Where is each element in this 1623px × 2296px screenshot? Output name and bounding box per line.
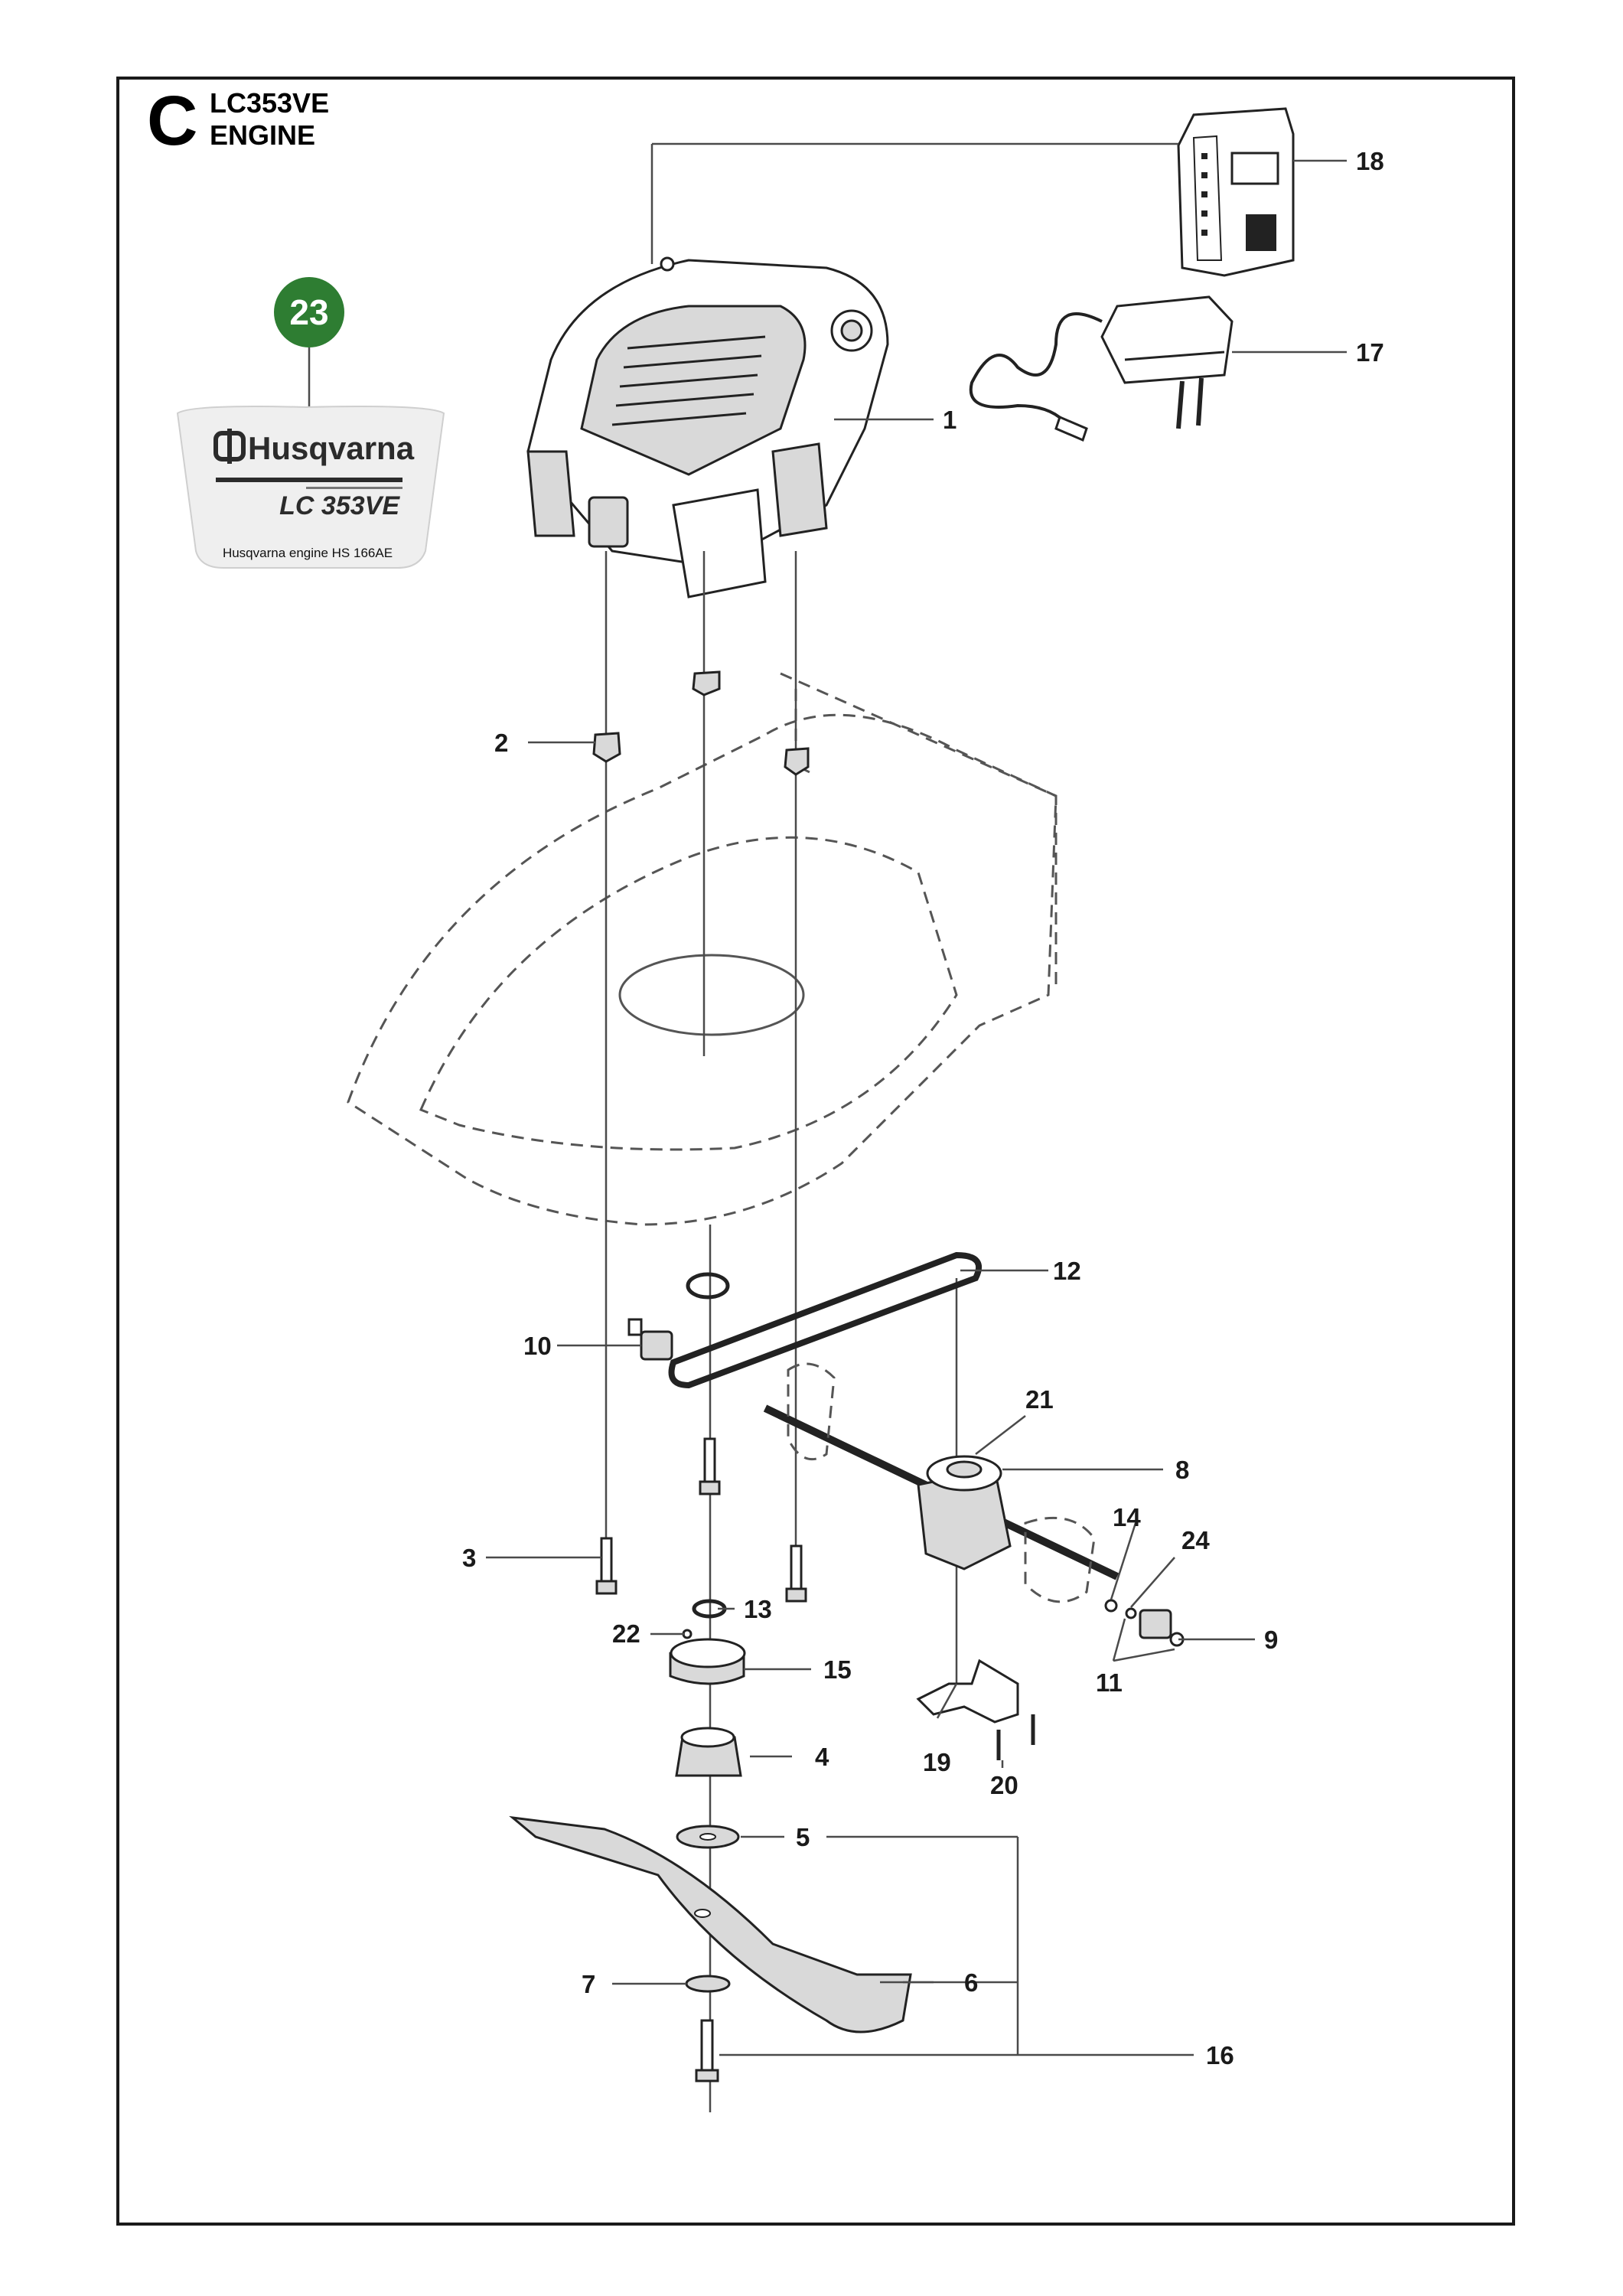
blade-bolt-16 (700, 2019, 714, 2076)
bolt-3-right-head (785, 1587, 807, 1603)
drive-belt (668, 1251, 983, 1389)
gearbox-assembly (627, 1318, 1185, 1647)
callout-11: 11 (1096, 1668, 1123, 1697)
bolt-center-head (699, 1480, 721, 1495)
bracket-19 (916, 1658, 1019, 1724)
charger-plug-pin2 (1196, 377, 1204, 426)
callout-18: 18 (1356, 147, 1384, 175)
blade-carrier-4-top (680, 1727, 735, 1748)
callout-24: 24 (1181, 1526, 1210, 1554)
callout-numbers: 1 2 3 4 5 6 7 8 9 10 11 12 13 14 15 16 1… (462, 147, 1384, 2069)
adapter-15-top (670, 1638, 746, 1668)
deck-inner (419, 836, 958, 1151)
group-name: ENGINE (210, 119, 316, 151)
section-header: LC353VE ENGINE (210, 87, 329, 152)
battery-label (1230, 152, 1279, 185)
callout-14: 14 (1113, 1503, 1141, 1531)
fuel-tank (672, 488, 767, 598)
engine-label-plate: Husqvarna LC 353VE Husqvarna engine HS 1… (176, 406, 445, 569)
reference-badge: 23 (274, 277, 344, 409)
badge-circle (274, 277, 344, 347)
charger (969, 295, 1234, 442)
callout-9: 9 (1264, 1626, 1278, 1654)
callout-21: 21 (1025, 1385, 1054, 1414)
washer-14 (1104, 1599, 1118, 1613)
battery-contacts (1246, 214, 1276, 251)
cable-tab (660, 256, 675, 272)
engine-assembly (526, 256, 889, 598)
callout-1: 1 (943, 406, 957, 434)
battery-pack (1177, 107, 1295, 277)
callout-20: 20 (990, 1771, 1018, 1799)
pinion-gear-9 (1139, 1609, 1185, 1647)
callout-4: 4 (815, 1743, 829, 1771)
callout-leaders (486, 159, 1347, 2056)
bushing-right (784, 747, 810, 776)
charger-body (1100, 295, 1234, 384)
page-frame (116, 77, 1515, 2226)
washer-11 (1125, 1607, 1137, 1619)
charger-plug-pin (1176, 380, 1185, 429)
engine-bolts (595, 1437, 807, 1603)
callout-6: 6 (964, 1968, 978, 1997)
bolt-3-left (600, 1537, 613, 1586)
bolt-3-right (790, 1544, 803, 1593)
section-letter: C (147, 82, 198, 160)
wheel-bracket-right (1024, 1516, 1096, 1603)
engine-vents (611, 335, 766, 426)
callout-13: 13 (744, 1595, 772, 1623)
cutting-blade (509, 1815, 912, 2082)
deck-opening (618, 954, 805, 1036)
blade-hub-stack (669, 1599, 746, 1849)
callout-3: 3 (462, 1544, 476, 1572)
bolt-center (703, 1437, 716, 1486)
badge-number: 23 (289, 292, 328, 332)
callout-10: 10 (523, 1332, 552, 1360)
blade-bolt-head (695, 2069, 719, 2082)
blade-6 (509, 1815, 912, 2033)
label-model: LC 353VE (279, 491, 400, 520)
mower-deck-outline (347, 672, 1058, 1226)
callout-19: 19 (923, 1748, 951, 1776)
callout-16: 16 (1206, 2041, 1234, 2069)
bolt-3-left-head (595, 1580, 618, 1595)
engine-air-filter (526, 450, 575, 537)
bushing-2 (592, 732, 621, 763)
deck-shell (347, 713, 1058, 1226)
callout-22: 22 (612, 1619, 640, 1648)
blade-center-hole (694, 1909, 711, 1918)
callout-12: 12 (1053, 1257, 1081, 1285)
label-engine-text: Husqvarna engine HS 166AE (223, 546, 393, 560)
bushing-center (692, 670, 721, 696)
callout-2: 2 (494, 729, 508, 757)
label-rule-thin (306, 487, 402, 489)
mount-bushings (592, 670, 810, 776)
wheel-bracket-left (787, 1362, 836, 1461)
deck-rear-frame (780, 672, 1058, 987)
pinion-gear-10 (627, 1318, 673, 1361)
battery-grip (1201, 153, 1207, 236)
engine-side-block (771, 442, 828, 537)
callout-15: 15 (823, 1655, 852, 1684)
bracket-assembly (916, 1658, 1035, 1760)
engine-mount-left (588, 496, 629, 548)
spacer-ring-top (686, 1272, 730, 1300)
charger-cable (969, 312, 1103, 422)
label-brand: Husqvarna (248, 430, 415, 466)
husqvarna-logo-icon (213, 429, 246, 464)
battery-side (1192, 135, 1223, 261)
callout-8: 8 (1175, 1456, 1189, 1484)
charger-connector (1054, 415, 1088, 442)
gearbox-pulley-hub (946, 1460, 983, 1479)
model-name: LC353VE (210, 87, 330, 119)
oil-cap-center (840, 319, 863, 342)
washer-5-hole (699, 1833, 716, 1841)
label-rule (216, 478, 402, 482)
callout-17: 17 (1356, 338, 1384, 367)
callout-5: 5 (796, 1823, 810, 1851)
charger-line (1124, 351, 1225, 361)
callout-7: 7 (582, 1970, 595, 1998)
washer-7 (685, 1975, 731, 1993)
